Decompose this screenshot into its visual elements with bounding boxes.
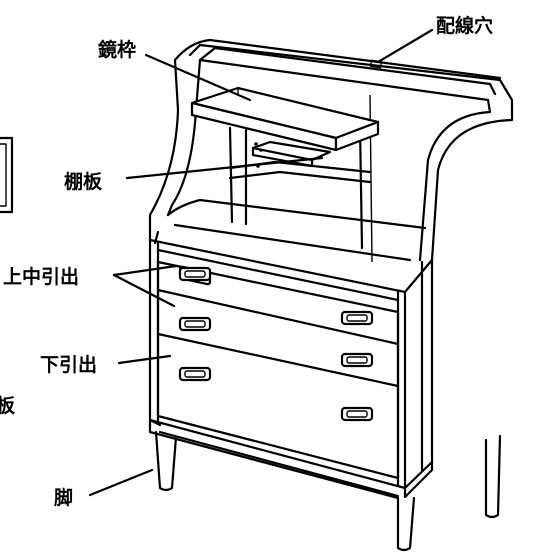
leader-leg [88, 468, 154, 497]
label-upper-middle-drawer: 上中引出 [3, 265, 79, 288]
wiring-hole [369, 59, 383, 69]
drawer-lower [156, 332, 400, 480]
label-shelf-board: 棚板 [64, 170, 103, 193]
label-lower-drawer: 下引出 [40, 353, 97, 376]
label-side-board-partial: 板 [0, 394, 16, 417]
label-mirror-frame: 鏡枠 [98, 38, 136, 61]
leader-upper-drawer [112, 264, 178, 277]
mirror-frame [190, 86, 380, 168]
partial-panel-left [0, 136, 14, 214]
label-leg: 脚 [54, 487, 73, 509]
leader-lines [88, 28, 434, 497]
leader-lower-drawer [117, 354, 172, 365]
label-wiring-hole: 配線穴 [436, 14, 493, 37]
leader-mirror-frame [144, 53, 252, 102]
leader-middle-drawer [112, 273, 176, 308]
leader-shelf-board [125, 156, 324, 180]
legs [154, 430, 502, 552]
drawer-upper-handle [178, 266, 212, 282]
hutch-upper-cabinet [148, 38, 514, 294]
drawer-middle [156, 288, 400, 388]
leader-wiring-hole [376, 28, 434, 64]
